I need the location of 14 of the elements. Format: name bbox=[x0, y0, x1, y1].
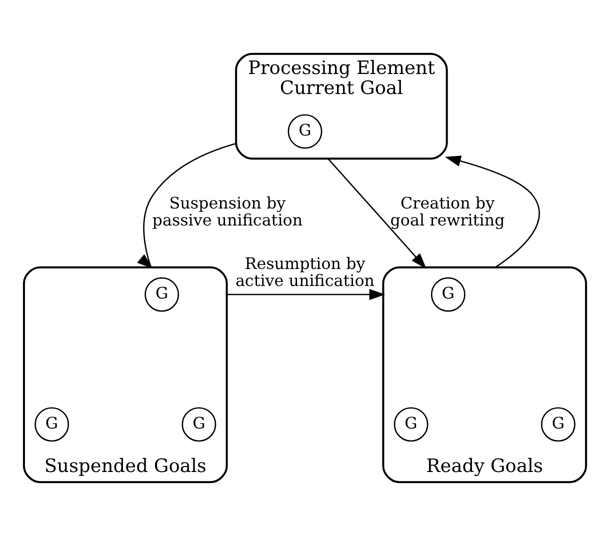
node-circle: G bbox=[394, 407, 428, 442]
node-circle: G bbox=[540, 407, 576, 442]
node-circle: G bbox=[144, 277, 180, 312]
node-circle: G bbox=[430, 277, 466, 312]
node-circle: G bbox=[288, 114, 322, 149]
edge-label: Resumption by active unification bbox=[235, 254, 375, 290]
arrow bbox=[137, 142, 236, 269]
arrow bbox=[444, 156, 540, 268]
edge-label: Suspension by passive unification bbox=[152, 193, 303, 230]
arrow bbox=[328, 158, 426, 269]
arrow bbox=[226, 288, 386, 300]
node-circle: G bbox=[34, 407, 70, 442]
edge-label: Creation by goal rewriting bbox=[390, 193, 505, 230]
node-circle: G bbox=[182, 407, 216, 442]
